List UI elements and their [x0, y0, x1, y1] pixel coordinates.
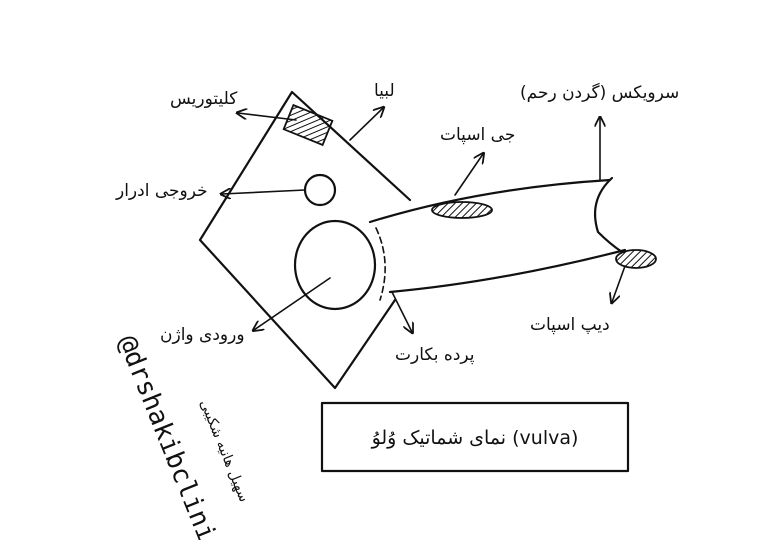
- cervix-label: سرویکس (گردن رحم): [520, 82, 679, 103]
- hymen-label: پرده بکارت: [395, 345, 475, 365]
- urethra-opening-label: خروجی ادرار: [115, 181, 208, 201]
- labia-arrow: [349, 108, 383, 141]
- hymen-shape: [375, 227, 386, 301]
- deep-spot-arrow: [612, 265, 626, 302]
- hymen-arrow: [391, 291, 412, 332]
- vulva-outline: [198, 90, 412, 390]
- urethra-arrow: [222, 190, 306, 194]
- g-spot-arrow: [454, 154, 483, 196]
- urethra-opening-shape: [303, 173, 337, 207]
- g-spot-shape: [431, 201, 493, 219]
- g-spot-label: جی اسپات: [440, 125, 515, 145]
- vaginal-opening-label: ورودی واژن: [160, 325, 245, 345]
- vaginal-opening-arrow: [254, 277, 331, 330]
- title-box: [320, 401, 630, 473]
- vaginal-opening-shape: [293, 219, 377, 311]
- deep-spot-shape: [615, 249, 657, 269]
- clitoris-label: کلیتوریس: [170, 89, 238, 109]
- cervix-shape: [594, 176, 624, 254]
- labia-label: لبیا: [374, 81, 395, 101]
- clitoris-arrow: [238, 113, 297, 121]
- diagram-title: نمای شماتیک وُلوُ (vulva): [371, 427, 579, 449]
- vaginal-canal-lower-wall: [388, 248, 627, 294]
- clitoris-shape: [282, 103, 334, 147]
- vaginal-canal-upper-wall: [368, 178, 612, 224]
- deep-spot-label: دیپ اسپات: [530, 315, 610, 335]
- author-credit: سهیل هانیه شکیبی: [196, 398, 252, 505]
